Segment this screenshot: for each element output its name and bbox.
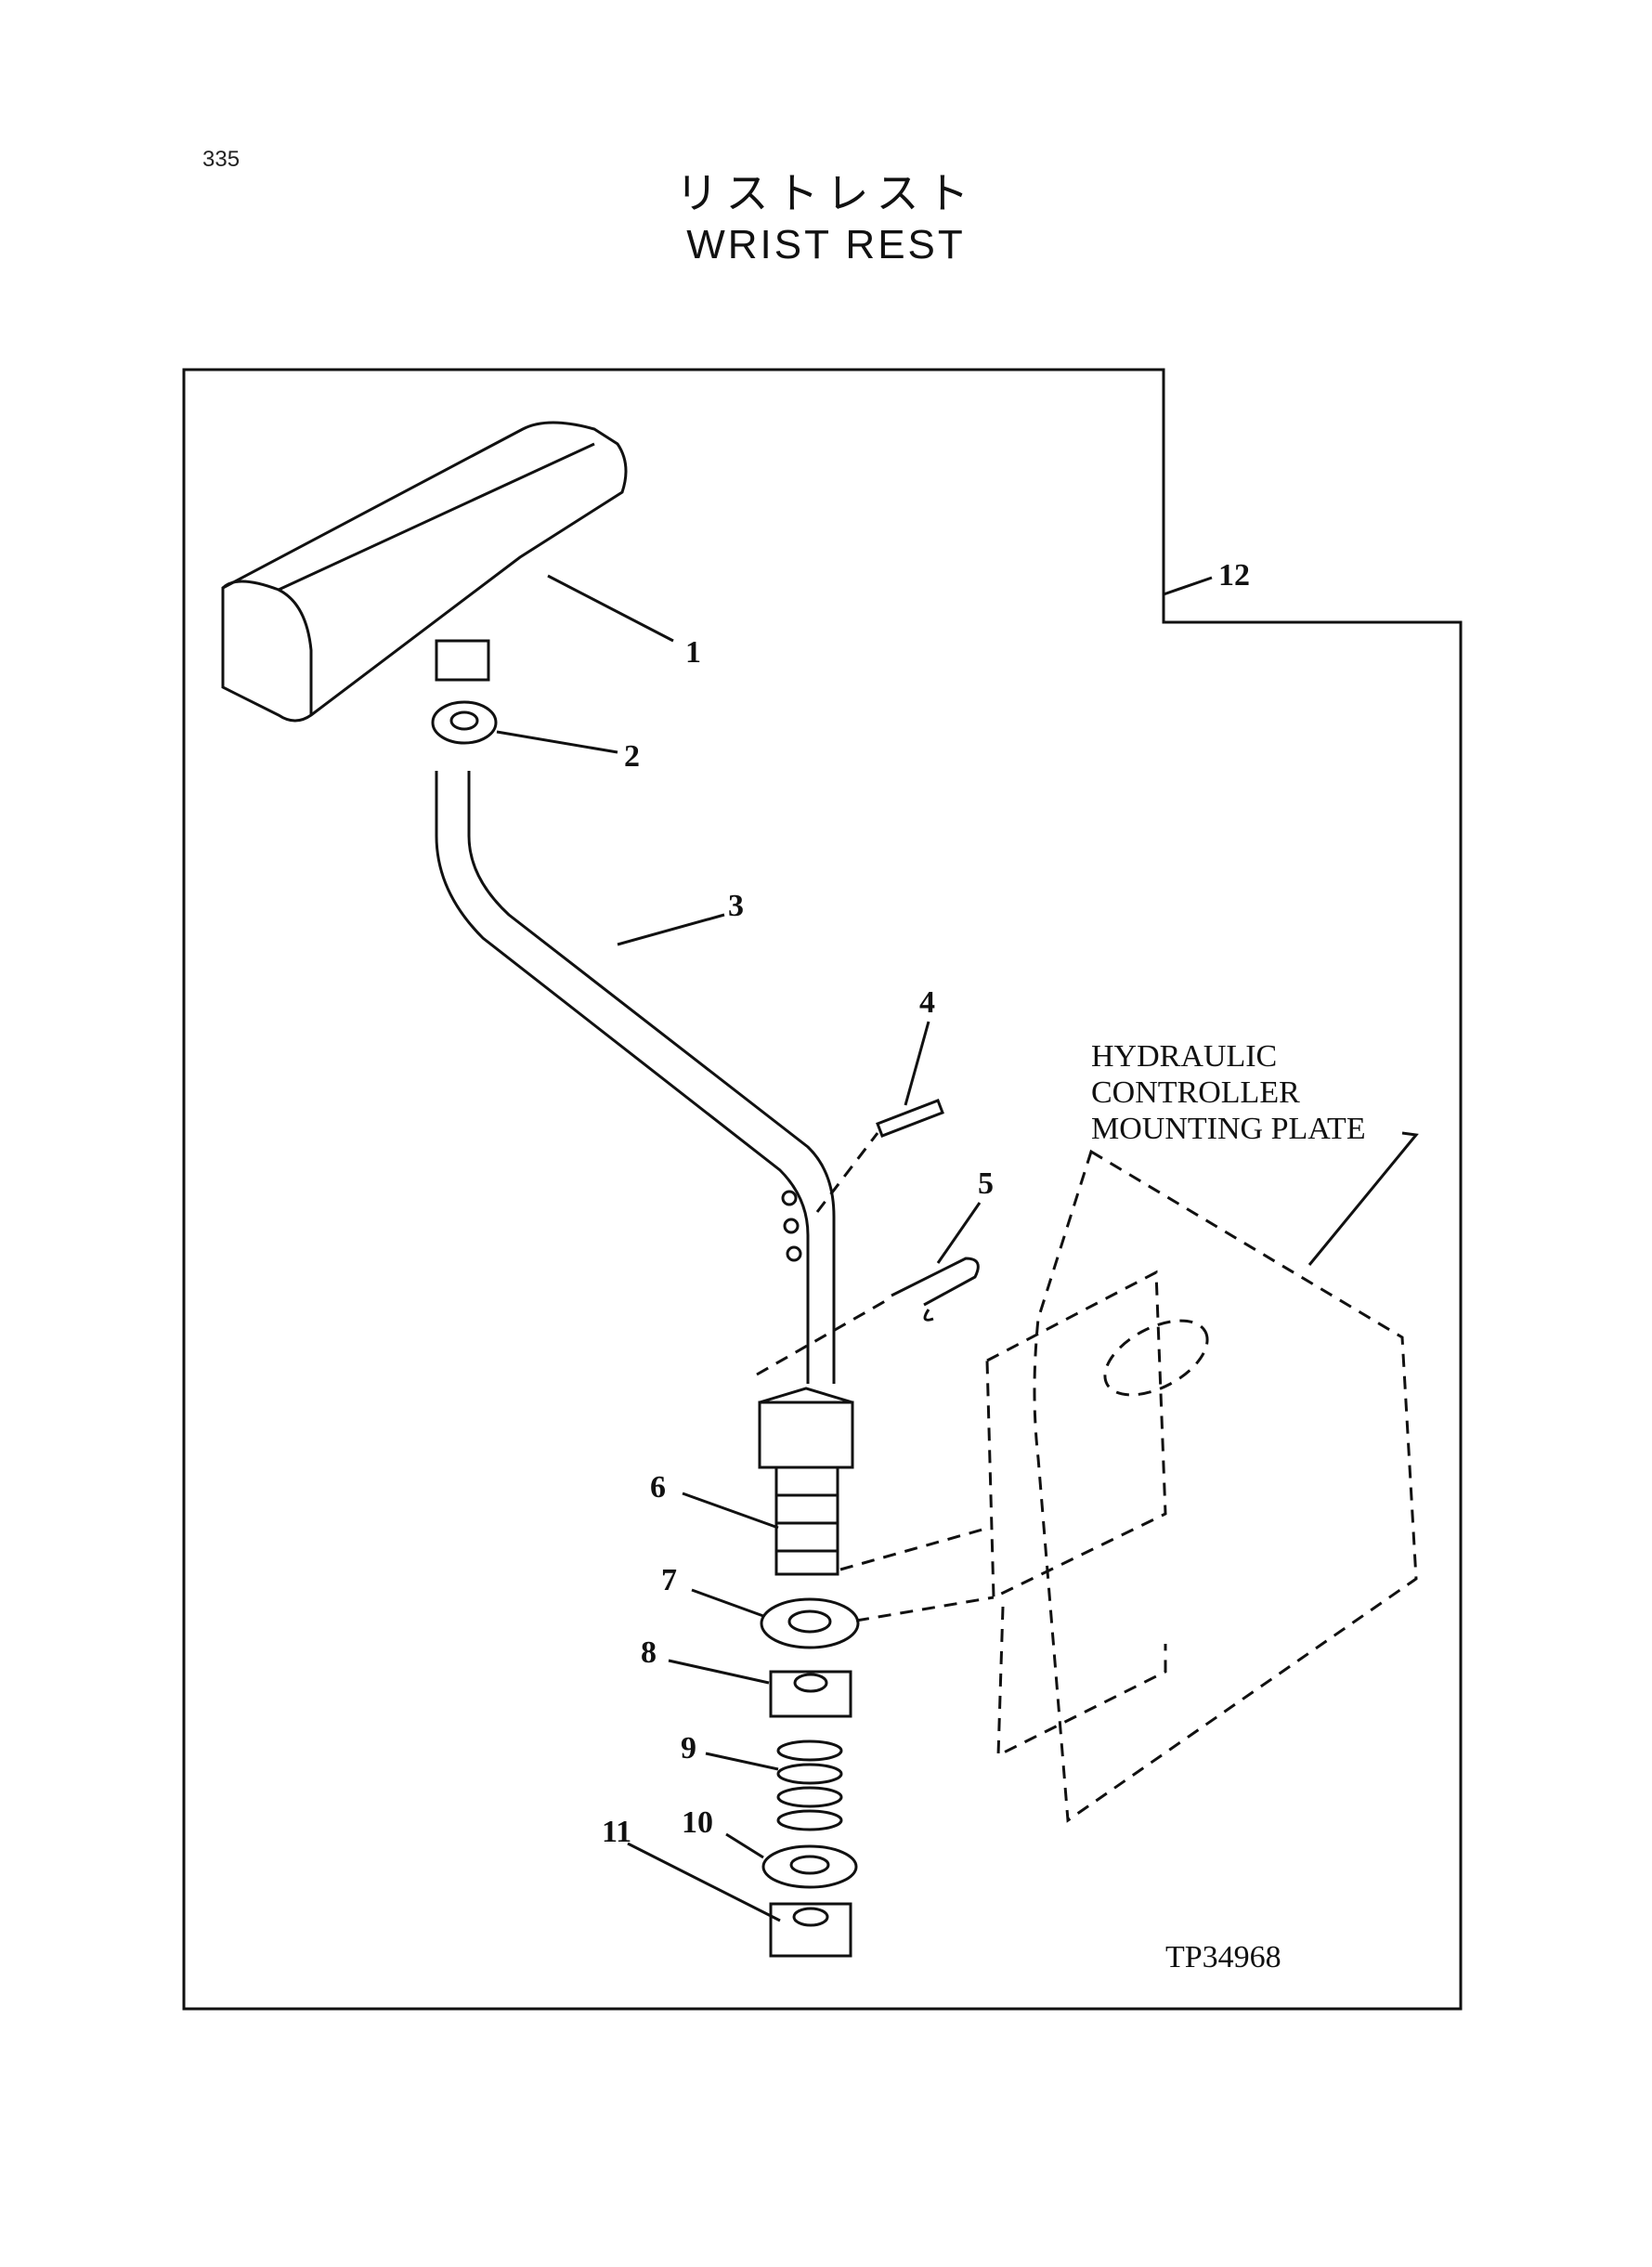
callout-8: 8 (641, 1635, 657, 1670)
callout-5: 5 (978, 1166, 994, 1201)
title-japanese: リストレスト (675, 168, 977, 218)
part-9-spring (776, 1739, 843, 1831)
note-line-2: CONTROLLER (1091, 1075, 1300, 1110)
callout-6: 6 (650, 1470, 666, 1505)
note-line-3: MOUNTING PLATE (1091, 1112, 1366, 1146)
part-7-lock-washer (760, 1597, 860, 1649)
callout-2: 2 (624, 739, 640, 774)
assembly-boundary (182, 368, 1463, 2011)
callout-7: 7 (661, 1563, 677, 1597)
leader-lines (496, 574, 1419, 1922)
part-11-nut (769, 1902, 852, 1958)
part-4-pin (876, 1099, 944, 1138)
part-2-nut (431, 700, 498, 745)
mounting-plate (839, 1149, 1418, 1823)
part-5-clip (891, 1257, 980, 1322)
title-english: WRIST REST (686, 222, 966, 267)
note-line-1: HYDRAULIC (1091, 1039, 1277, 1074)
part-10-washer (761, 1844, 858, 1889)
callout-9: 9 (681, 1731, 696, 1765)
part-8-nut (769, 1670, 852, 1718)
page-title: リストレスト WRIST REST (0, 167, 1652, 271)
callout-10: 10 (682, 1805, 713, 1840)
callout-11: 11 (602, 1815, 631, 1849)
callout-12: 12 (1218, 558, 1250, 593)
part-1-cushion (221, 421, 628, 723)
callout-4: 4 (919, 985, 935, 1020)
part-6-bolt (758, 1387, 854, 1576)
page-number: 335 (202, 147, 241, 172)
callout-3: 3 (728, 889, 744, 923)
callout-1: 1 (685, 635, 701, 670)
part-3-rod (435, 771, 836, 1384)
figure-id: TP34968 (1165, 1940, 1281, 1974)
